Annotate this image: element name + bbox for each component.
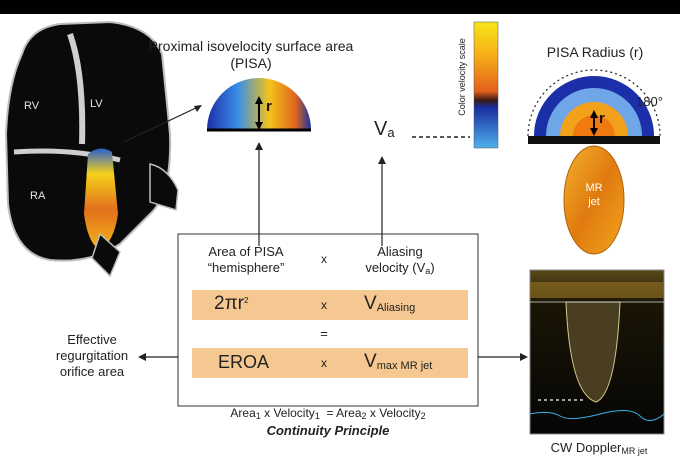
pisa-hemisphere xyxy=(207,78,311,132)
pisa-radius-title: PISA Radius (r) xyxy=(546,44,644,60)
va-label: Va xyxy=(374,118,395,140)
continuity-equation: Area1 x Velocity1 = Area2 x Velocity2 xyxy=(230,406,426,421)
eff-label-1: Effective xyxy=(67,332,117,347)
lv-label: LV xyxy=(90,98,103,110)
radius-r-label: r xyxy=(599,110,605,127)
eff-label-3: orifice area xyxy=(59,364,125,379)
pisa-title-line2: (PISA) xyxy=(230,55,272,71)
heart-to-pisa-arrow xyxy=(123,105,201,143)
pisa-title-line1: Proximal isovelocity surface area xyxy=(148,38,354,54)
alias-label-2: velocity (Va) xyxy=(365,260,435,276)
color-velocity-scale xyxy=(473,21,499,149)
alias-label-1: Aliasing xyxy=(377,244,423,259)
formula-bar-2 xyxy=(192,348,468,378)
cw-doppler-image xyxy=(529,269,665,435)
formula-times-2: x xyxy=(321,356,327,370)
heart-illustration xyxy=(4,20,179,278)
rv-label: RV xyxy=(24,100,40,112)
area-label-1: Area of PISA xyxy=(208,244,284,259)
formula-2pir: 2πr2 xyxy=(214,293,249,314)
continuity-title: Continuity Principle xyxy=(266,423,390,438)
v-aliasing: VAliasing xyxy=(364,293,416,314)
v-max: Vmax MR jet xyxy=(364,351,433,372)
eroa-label: EROA xyxy=(218,352,270,372)
cw-doppler-label: CW DopplerMR jet xyxy=(550,440,648,456)
angle-label: 180° xyxy=(636,94,663,109)
mr-jet-label-1: MR xyxy=(585,182,603,194)
ra-label: RA xyxy=(30,190,46,202)
eff-label-2: regurgitation xyxy=(55,348,129,363)
formula-times-1: x xyxy=(321,298,327,312)
area-label-2: “hemisphere” xyxy=(207,260,285,275)
formula-equals: = xyxy=(320,326,328,341)
mr-jet-label-2: jet xyxy=(588,196,600,208)
pisa-radius-illustration xyxy=(527,69,661,255)
header-times: x xyxy=(321,252,327,266)
diagram-graphics xyxy=(4,20,665,435)
formula-box xyxy=(177,233,479,407)
figure-panel: RV LV RA Proximal isovelocity surface ar… xyxy=(0,14,680,466)
formula-bar-1 xyxy=(192,290,468,320)
color-scale-label: Color velocity scale xyxy=(457,38,467,116)
pisa-r-label: r xyxy=(266,98,272,115)
